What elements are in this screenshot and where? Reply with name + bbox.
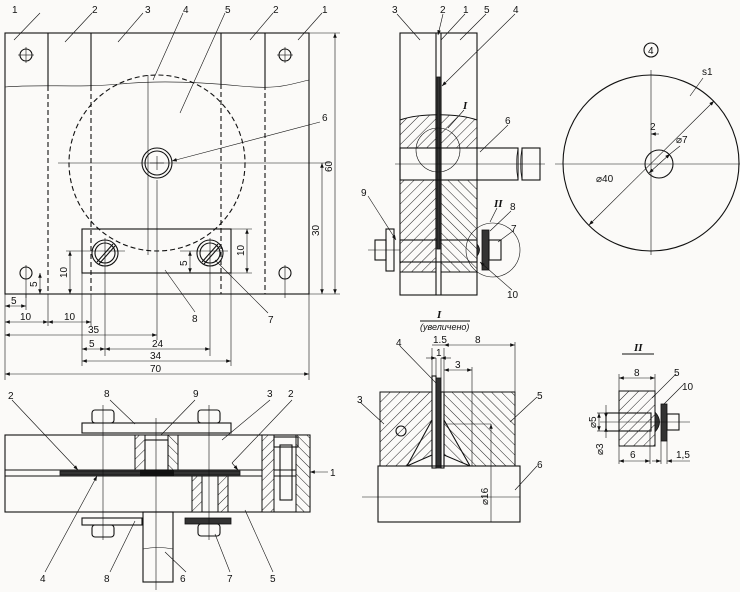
callout-5: 5 bbox=[484, 5, 490, 16]
dim-8: 8 bbox=[475, 335, 481, 346]
dim-1-5: 1.5 bbox=[433, 335, 447, 346]
dim-10: 10 bbox=[59, 266, 70, 278]
part-number: 4 bbox=[648, 46, 654, 57]
dim-6: 6 bbox=[630, 450, 636, 461]
disk-edge bbox=[436, 76, 441, 250]
callout-6: 6 bbox=[180, 574, 186, 585]
detail-mark-II: II bbox=[493, 198, 503, 210]
side-section-view: 3 2 1 5 4 6 9 8 7 10 I II bbox=[361, 5, 545, 301]
callout-4: 4 bbox=[513, 5, 519, 16]
dim-1: 1 bbox=[436, 348, 442, 359]
top-clamp-bar bbox=[81, 422, 232, 434]
dim-8: 8 bbox=[634, 368, 640, 379]
callout-5: 5 bbox=[537, 391, 543, 402]
callout-2: 2 bbox=[440, 5, 446, 16]
front-view: 1 2 3 4 5 2 1 6 7 8 bbox=[4, 5, 340, 380]
detail-title: I bbox=[436, 309, 442, 321]
callout-7: 7 bbox=[268, 315, 274, 326]
callout-3: 3 bbox=[357, 395, 363, 406]
front-callouts: 1 2 3 4 5 2 1 6 7 8 bbox=[12, 5, 328, 326]
callout-2: 2 bbox=[273, 5, 279, 16]
disk-view: 4 s1 2 ⌀7 ⌀40 bbox=[555, 42, 740, 255]
dim-34: 34 bbox=[150, 351, 162, 362]
thickness-label: s1 bbox=[702, 67, 713, 78]
side-bolt-right bbox=[476, 229, 502, 271]
dim-3: 3 bbox=[455, 360, 461, 371]
dim-70: 70 bbox=[150, 364, 162, 375]
callout-3: 3 bbox=[392, 5, 398, 16]
detail-II: II 8 5 10 ⌀5 ⌀3 6 1,5 bbox=[588, 342, 694, 464]
callout-2: 2 bbox=[92, 5, 98, 16]
bottom-clamp-bar bbox=[81, 517, 143, 526]
callout-4: 4 bbox=[183, 5, 189, 16]
dim-35: 35 bbox=[88, 325, 100, 336]
detail-II-circle bbox=[465, 222, 521, 278]
callout-1: 1 bbox=[12, 5, 18, 16]
dim-d3: ⌀3 bbox=[595, 443, 606, 455]
shaft-end bbox=[141, 147, 173, 179]
callout-4: 4 bbox=[40, 574, 46, 585]
dim-10: 10 bbox=[64, 312, 76, 323]
callout-2: 2 bbox=[8, 391, 14, 402]
callout-8: 8 bbox=[192, 314, 198, 325]
dim-24: 24 bbox=[152, 339, 164, 350]
callout-1: 1 bbox=[330, 468, 336, 479]
callout-8: 8 bbox=[104, 574, 110, 585]
dim-5: 5 bbox=[179, 260, 190, 266]
detail-I-circle bbox=[415, 127, 461, 173]
callout-10: 10 bbox=[507, 290, 519, 301]
side-bolt-left bbox=[368, 228, 400, 272]
detail-subtitle: (увеличено) bbox=[420, 322, 469, 332]
dim-d40: ⌀40 bbox=[596, 174, 614, 185]
callout-9: 9 bbox=[361, 188, 367, 199]
shaft-6 bbox=[377, 465, 521, 523]
callout-10: 10 bbox=[682, 382, 694, 393]
part-number-circle bbox=[643, 42, 659, 58]
callout-5: 5 bbox=[270, 574, 276, 585]
dim-d16: ⌀16 bbox=[480, 487, 491, 505]
part-2-boundaries bbox=[47, 33, 266, 294]
mounting-holes bbox=[18, 47, 293, 298]
callout-1: 1 bbox=[322, 5, 328, 16]
dim-5: 5 bbox=[29, 281, 40, 287]
dim-10: 10 bbox=[20, 312, 32, 323]
callout-8: 8 bbox=[104, 389, 110, 400]
shaft bbox=[142, 511, 174, 583]
dim-5: 5 bbox=[89, 339, 95, 350]
callout-7: 7 bbox=[511, 224, 517, 235]
detail-I: I (увеличено) 4 3 5 6 1.5 1 bbox=[357, 309, 543, 523]
dim-60: 60 bbox=[324, 160, 335, 172]
callout-6: 6 bbox=[322, 113, 328, 124]
callout-5: 5 bbox=[225, 5, 231, 16]
callout-1: 1 bbox=[463, 5, 469, 16]
callout-3: 3 bbox=[145, 5, 151, 16]
callout-2: 2 bbox=[288, 389, 294, 400]
callout-8: 8 bbox=[510, 202, 516, 213]
dim-d5: ⌀5 bbox=[588, 416, 599, 428]
callout-3: 3 bbox=[267, 389, 273, 400]
callout-9: 9 bbox=[193, 389, 199, 400]
callout-5: 5 bbox=[674, 368, 680, 379]
screws bbox=[66, 238, 228, 356]
dim-10: 10 bbox=[236, 244, 247, 256]
detail-mark-I: I bbox=[462, 100, 468, 112]
detail-title: II bbox=[633, 342, 643, 354]
callout-6: 6 bbox=[537, 460, 543, 471]
dim-30: 30 bbox=[311, 224, 322, 236]
dim-2: 2 bbox=[650, 122, 656, 133]
callout-4: 4 bbox=[396, 338, 402, 349]
front-dimensions bbox=[4, 32, 340, 380]
disk-4 bbox=[435, 377, 442, 469]
callout-6: 6 bbox=[505, 116, 511, 127]
bottom-view: 2 8 9 3 2 1 4 8 6 7 5 bbox=[4, 389, 336, 590]
callout-7: 7 bbox=[227, 574, 233, 585]
dim-1-5: 1,5 bbox=[676, 450, 690, 461]
dim-5: 5 bbox=[11, 296, 17, 307]
